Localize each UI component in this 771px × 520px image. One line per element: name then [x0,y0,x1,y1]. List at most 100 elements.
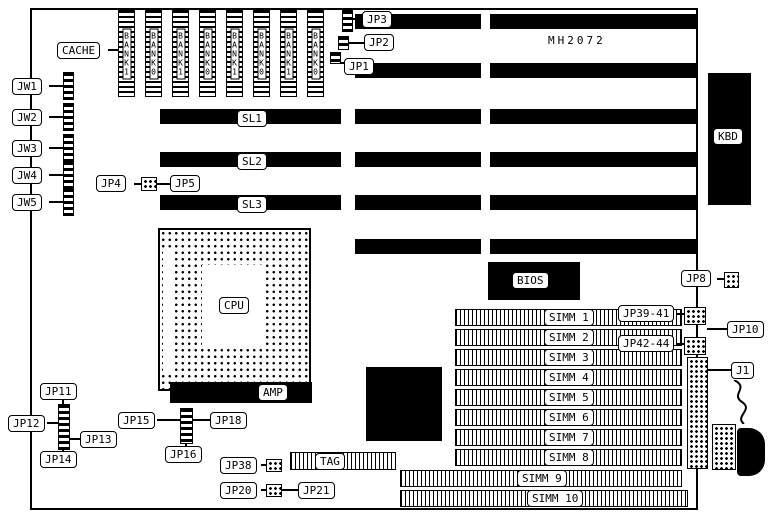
pointer-line [349,42,365,44]
jumper-pins-jw2 [63,103,74,131]
jumper-label-jp20: JP20 [220,482,257,499]
aux-connector [712,424,736,470]
cache-bank-label: BANK1 [284,28,293,79]
pointer-line [156,183,171,185]
pointer-line [62,399,64,406]
simm-label: SIMM 4 [544,369,594,386]
cache-bank-label: BANK0 [203,28,212,79]
jumper-label-jp18: JP18 [210,412,247,429]
cache-bank-label: BANK1 [176,28,185,79]
simm-label: SIMM 3 [544,349,594,366]
pointer-line [261,489,267,491]
pointer-line [49,85,64,87]
pointer-line [677,343,685,345]
cache-bank-slot: BANK1 [226,10,243,97]
jumper-label-jp16: JP16 [165,446,202,463]
pointer-line [281,489,299,491]
jumper-pins-jp3 [342,10,353,32]
jumper-label-jp3: JP3 [362,11,392,28]
expansion-slot-bar [490,63,696,78]
cache-bank-label: BANK0 [311,28,320,79]
cache-bank-label: BANK1 [230,28,239,79]
simm-label: SIMM 8 [544,449,594,466]
pointer-line [47,422,59,424]
expansion-slot-bar [490,195,696,210]
simm-label: SIMM 2 [544,329,594,346]
power-connector [687,357,708,469]
jumper-block-jp39-41 [684,307,706,325]
jumper-label-jp4: JP4 [96,175,126,192]
jumper-label-jp12: JP12 [8,415,45,432]
jumper-label-jw2: JW2 [12,109,42,126]
expansion-slot-bar [355,63,481,78]
jumper-pins-jw1 [63,72,74,100]
jumper-label-jp21: JP21 [298,482,335,499]
jumper-label-jp8: JP8 [681,270,711,287]
bios-label: BIOS [512,272,549,289]
pointer-line [49,147,64,149]
jumper-label-jp10: JP10 [727,321,764,338]
cpu-label: CPU [219,297,249,314]
pointer-line [185,443,187,448]
jumper-label-jp14: JP14 [40,451,77,468]
expansion-slot-bar [355,195,481,210]
jumper-label-jw1: JW1 [12,78,42,95]
chipset-chip [366,367,442,441]
cache-bank-slot: BANK0 [199,10,216,97]
part-number: MH2072 [548,34,606,47]
jumper-pins-jp11-14 [58,404,70,450]
jumper-pins-jw3 [63,134,74,162]
jumper-block-jp4-jp5 [141,177,157,191]
connector-label-j1: J1 [731,362,755,379]
jumper-label-jp11: JP11 [40,383,77,400]
simm-label: SIMM 10 [527,490,584,507]
simm-label: SIMM 6 [544,409,594,426]
cache-bank-slot: BANK1 [172,10,189,97]
amp-bar [170,382,312,403]
cache-bank-slot: BANK1 [280,10,297,97]
jumper-label-jp5: JP5 [170,175,200,192]
pointer-line [677,313,685,315]
cache-bank-label: BANK0 [257,28,266,79]
cpu-socket-notch [163,250,174,372]
pointer-line [261,464,267,466]
pointer-line [717,278,725,280]
jumper-block-jp8 [724,272,739,288]
jumper-label-jp2: JP2 [364,34,394,51]
jumper-pins-jp15-18 [180,408,193,444]
jumper-label-jw3: JW3 [12,140,42,157]
simm-label: SIMM 5 [544,389,594,406]
cache-bank-slot: BANK1 [118,10,135,97]
pointer-line [134,183,142,185]
jumper-label-jw5: JW5 [12,194,42,211]
jumper-label-jw4: JW4 [12,167,42,184]
kbd-label: KBD [713,128,743,145]
cache-label: CACHE [57,42,101,59]
pointer-line [157,419,181,421]
cache-bank-slot: BANK0 [145,10,162,97]
pointer-line [62,448,64,452]
jumper-label-jp13: JP13 [80,431,117,448]
pointer-line [49,116,64,118]
pointer-line [69,438,81,440]
jumper-pins-jp2 [338,36,349,50]
pointer-line [341,62,346,64]
cache-bank-slot: BANK0 [307,10,324,97]
jumper-pins-jw4 [63,161,74,189]
expansion-slot-bar [490,14,696,29]
tag-label: TAG [315,453,345,470]
pointer-line [108,49,118,51]
pointer-line [49,174,64,176]
pointer-line [353,18,363,20]
expansion-slot-bar [355,239,481,254]
expansion-slot-bar [355,152,481,167]
jumper-block-jp20-21 [266,484,282,497]
amp-label: AMP [258,384,288,401]
cache-bank-label: BANK1 [122,28,131,79]
din-connector [737,428,765,476]
jumper-label-jp15: JP15 [118,412,155,429]
expansion-slot-bar [490,152,696,167]
slot-label-sl1: SL1 [237,110,267,127]
jumper-label-jp42-44: JP42-44 [618,335,675,352]
pointer-line [708,369,732,371]
